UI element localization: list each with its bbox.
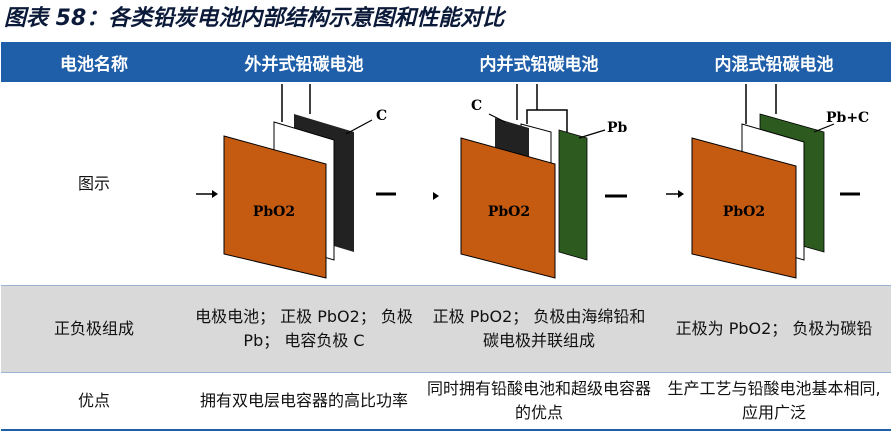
leader-line bbox=[813, 122, 835, 133]
diagram-row-label: 图示 bbox=[77, 173, 110, 193]
composition-internal-parallel: 正极 PbO2； 负极由海绵铅和碳电极并联组成 bbox=[421, 285, 657, 373]
carbon-label: C bbox=[376, 108, 387, 124]
plate-label: PbO2 bbox=[488, 204, 530, 220]
pbo2-plate bbox=[691, 136, 797, 279]
composition-internal-mixed: 正极为 PbO2； 负极为碳铅 bbox=[657, 285, 891, 373]
header-external-parallel: 外并式铅碳电池 bbox=[187, 42, 421, 82]
lead-label: Pb bbox=[607, 120, 628, 136]
advantage-row: 优点 拥有双电层电容器的高比功率 同时拥有铅酸电池和超级电容器的优点 生产工艺与… bbox=[1, 372, 891, 431]
external-parallel-diagram: PbO2 C bbox=[196, 83, 396, 279]
diagram-external-parallel: PbO2 C bbox=[187, 82, 421, 286]
leader-line bbox=[578, 128, 606, 139]
pbo2-plate bbox=[460, 136, 556, 279]
comparison-table: 电池名称 外并式铅碳电池 内并式铅碳电池 内混式铅碳电池 图示 PbO2 C bbox=[1, 42, 891, 431]
advantage-row-label: 优点 bbox=[1, 372, 187, 431]
composition-external-parallel: 电极电池； 正极 PbO2； 负极 Pb； 电容负极 C bbox=[187, 285, 421, 373]
plate-label: PbO2 bbox=[723, 204, 765, 220]
composition-row: 正负极组成 电极电池； 正极 PbO2； 负极 Pb； 电容负极 C 正极 Pb… bbox=[1, 285, 891, 373]
leader-line bbox=[345, 118, 373, 135]
connector bbox=[526, 108, 568, 132]
composition-row-label: 正负极组成 bbox=[1, 285, 187, 373]
arrow-head bbox=[433, 191, 439, 200]
arrow-head bbox=[678, 189, 684, 198]
mixed-label: Pb+C bbox=[826, 110, 869, 126]
diagram-internal-mixed: PbO2 Pb+C bbox=[657, 82, 891, 286]
advantage-internal-parallel: 同时拥有铅酸电池和超级电容器的优点 bbox=[421, 372, 657, 431]
header-battery-name: 电池名称 bbox=[1, 42, 187, 82]
pbo2-plate bbox=[223, 134, 327, 279]
diagram-row: 图示 PbO2 C bbox=[1, 82, 891, 286]
internal-parallel-diagram: PbO2 C Pb bbox=[433, 83, 628, 279]
leader-line bbox=[488, 112, 506, 123]
advantage-internal-mixed: 生产工艺与铅酸电池基本相同,应用广泛 bbox=[657, 372, 891, 431]
header-internal-mixed: 内混式铅碳电池 bbox=[657, 42, 891, 82]
figure-title: 图表 58：各类铅炭电池内部结构示意图和性能对比 bbox=[4, 6, 505, 31]
diagram-internal-parallel: PbO2 C Pb bbox=[421, 82, 657, 286]
arrow-head bbox=[212, 189, 218, 198]
advantage-external-parallel: 拥有双电层电容器的高比功率 bbox=[187, 372, 421, 431]
header-internal-parallel: 内并式铅碳电池 bbox=[421, 42, 657, 82]
header-row: 电池名称 外并式铅碳电池 内并式铅碳电池 内混式铅碳电池 bbox=[1, 42, 891, 82]
plate-label: PbO2 bbox=[253, 204, 295, 220]
carbon-label: C bbox=[471, 98, 482, 114]
internal-mixed-diagram: PbO2 Pb+C bbox=[666, 83, 869, 279]
lead-plate bbox=[558, 128, 588, 261]
